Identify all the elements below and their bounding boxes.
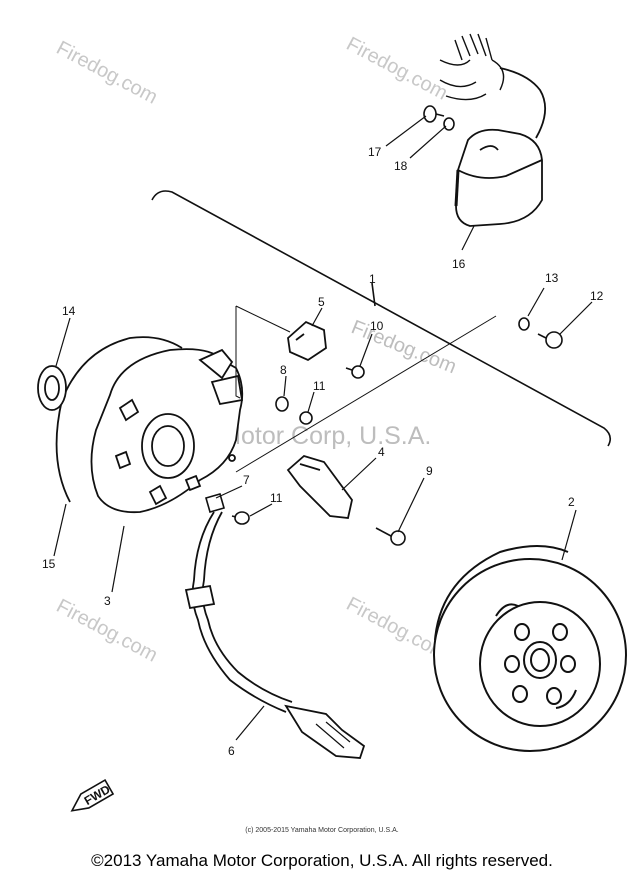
- screw-11-upper: [299, 411, 313, 425]
- callout-11-upper: 11: [313, 379, 326, 393]
- cdi-unit: [439, 33, 546, 227]
- watermark-center-site: Firedog.com: [348, 316, 459, 378]
- footer-copyright: ©2013 Yamaha Motor Corporation, U.S.A. A…: [91, 851, 553, 870]
- callout-5: 5: [318, 295, 325, 309]
- screw-10: [345, 365, 365, 379]
- stator-base-plate: [90, 348, 244, 514]
- watermark-top-right: Firedog.com: [343, 33, 451, 105]
- screw-12: [537, 331, 563, 349]
- wire-harness-6: [184, 511, 366, 759]
- oil-seal-14: [37, 365, 67, 411]
- screw-9: [375, 527, 406, 546]
- washer-13: [518, 317, 530, 331]
- o-ring-15: [55, 336, 183, 503]
- reference-lines: [235, 305, 497, 473]
- callout-8: 8: [280, 363, 287, 377]
- leader-lines: [53, 115, 593, 741]
- callout-6: 6: [228, 744, 235, 758]
- assembly-bracket: [151, 190, 612, 447]
- callout-2: 2: [568, 495, 575, 509]
- callout-7: 7: [243, 473, 250, 487]
- callout-10: 10: [370, 319, 384, 333]
- callout-9: 9: [426, 464, 433, 478]
- flywheel-rotor-2: [433, 545, 627, 752]
- screw-8: [275, 396, 289, 412]
- watermark-layer: Firedog.com Firedog.com Firedog.com Fire…: [53, 33, 460, 667]
- screw-11-lower: [231, 511, 250, 525]
- callout-15: 15: [42, 557, 56, 571]
- pulser-coil-5: [287, 320, 327, 362]
- callout-13: 13: [545, 271, 559, 285]
- callout-18: 18: [394, 159, 408, 173]
- callout-16: 16: [452, 257, 466, 271]
- clamp-7: [205, 493, 225, 513]
- watermark-top-left: Firedog.com: [53, 37, 161, 109]
- washer-18: [443, 117, 455, 131]
- callout-17: 17: [368, 145, 382, 159]
- callout-1: 1: [369, 272, 376, 286]
- callout-3: 3: [104, 594, 111, 608]
- diagram-copyright: (c) 2005-2015 Yamaha Motor Corporation, …: [245, 827, 399, 834]
- callout-4: 4: [378, 445, 385, 459]
- source-coil-4: [286, 454, 353, 519]
- callout-14: 14: [62, 304, 76, 318]
- callout-11-lower: 11: [270, 491, 283, 505]
- forward-arrow: FWD: [70, 778, 115, 812]
- screw-17: [423, 105, 445, 123]
- callout-numbers: 1 2 3 4 5 6 7 8 9 10 11 11 12 13 14 15 1…: [42, 145, 604, 758]
- callout-12: 12: [590, 289, 604, 303]
